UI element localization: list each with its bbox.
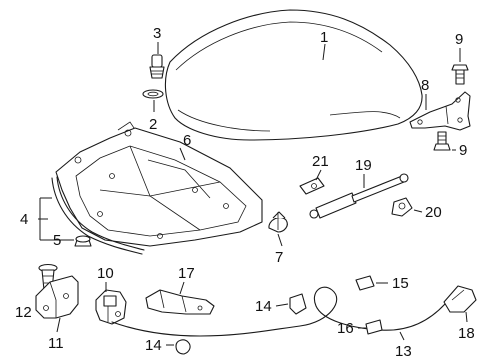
- hood-bumper-stop: [149, 54, 165, 79]
- callout-1: 1: [320, 29, 328, 46]
- push-pin-retainer: [268, 211, 288, 233]
- release-lever-bracket: [145, 289, 215, 315]
- callout-10: 10: [97, 265, 114, 282]
- callout-11: 11: [48, 335, 64, 352]
- callout-18: 18: [458, 325, 475, 342]
- callout-9-upper: 9: [455, 31, 463, 48]
- callout-14-upper: 14: [255, 298, 272, 315]
- hood-hinge: [409, 91, 471, 131]
- callout-4: 4: [20, 211, 28, 228]
- callout-6: 6: [183, 132, 191, 149]
- callout-19: 19: [355, 157, 372, 174]
- retainer-clip: [74, 235, 92, 247]
- bolt-lower: [433, 131, 451, 151]
- callout-14-lower: 14: [145, 337, 162, 354]
- hood-insulator: [55, 121, 263, 247]
- leader-lines: [38, 42, 468, 346]
- hood-latch-assembly: [95, 289, 127, 325]
- callout-9-lower: 9: [459, 142, 467, 159]
- callout-13: 13: [395, 343, 412, 360]
- callout-5: 5: [53, 232, 61, 249]
- callout-21: 21: [312, 153, 329, 170]
- callout-3: 3: [153, 25, 161, 42]
- callout-8: 8: [421, 77, 429, 94]
- cable-clip-lower: [175, 339, 191, 355]
- hood-support-strut: [309, 173, 409, 219]
- cable-clip-small: [365, 319, 383, 335]
- latch-support-bracket: [35, 275, 79, 319]
- bolt-upper: [451, 64, 469, 85]
- callout-2: 2: [149, 116, 157, 133]
- callout-20: 20: [425, 204, 442, 221]
- cable-clip-upper: [289, 293, 307, 315]
- callout-17: 17: [178, 265, 195, 282]
- hood-release-handle: [443, 285, 477, 313]
- grommet-ring: [142, 89, 164, 99]
- callout-15: 15: [392, 275, 409, 292]
- callout-16: 16: [337, 320, 354, 337]
- callout-numbers: 1 2 3 4 5 6 7 8 9 9 10 11 12 13 14 14 15…: [15, 25, 475, 360]
- hood-seal-strip: [51, 176, 145, 255]
- strut-mount-bracket: [391, 197, 413, 217]
- hood-panel: [164, 9, 423, 141]
- cable-clip-right: [355, 275, 375, 291]
- strut-ball-bracket: [299, 177, 325, 195]
- callout-7: 7: [275, 249, 283, 266]
- callout-12: 12: [15, 304, 32, 321]
